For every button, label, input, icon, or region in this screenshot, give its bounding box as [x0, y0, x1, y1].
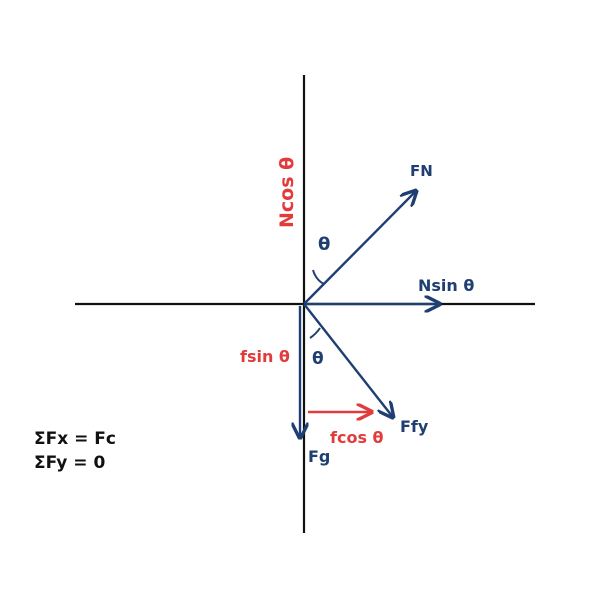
lower-angle-label: θ — [312, 349, 324, 369]
gravity-force-label: Fg — [308, 447, 330, 466]
equation-sum-fx: ΣFx = Fc — [34, 429, 116, 449]
friction-force-vector — [303, 303, 392, 416]
equation-sum-fy: ΣFy = 0 — [34, 453, 105, 473]
normal-cos-label: Ncos θ — [276, 157, 298, 228]
friction-sin-label: fsin θ — [240, 347, 290, 366]
normal-sin-label: Nsin θ — [418, 276, 474, 295]
friction-cos-label: fcos θ — [330, 428, 384, 447]
normal-force-vector — [303, 192, 415, 305]
lower-angle-arc — [309, 327, 321, 339]
upper-angle-arc — [312, 269, 325, 285]
normal-force-label: FN — [410, 162, 433, 180]
friction-force-label: Ffy — [400, 417, 429, 436]
upper-angle-label: θ — [318, 234, 330, 255]
